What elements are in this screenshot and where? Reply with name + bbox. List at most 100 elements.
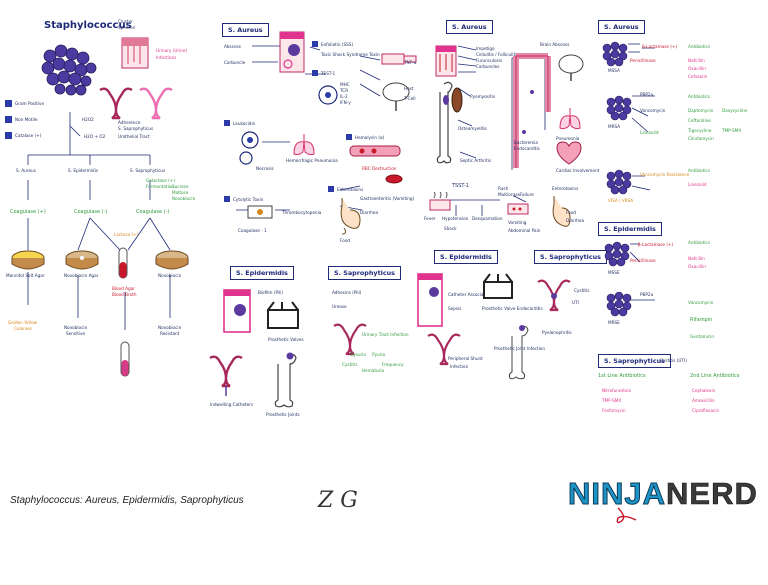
enterotoxin-diarrhea: Diarrhea: [360, 210, 379, 215]
tsst-multiorgan: Multiorgan: [498, 192, 521, 197]
immune-mhc: MHC: [340, 82, 350, 87]
uterus-shunt-icon: [427, 333, 461, 366]
mrsa-cluster-icon: [606, 95, 632, 121]
clotted-tube-icon: [120, 341, 130, 377]
uterus-catheter-icon: [209, 355, 243, 396]
vascular-tree-icon: [513, 53, 551, 168]
sapro3-second-0: Cephalexin: [692, 388, 716, 393]
mrse-vanco: Vancomycin: [688, 300, 714, 305]
skin-layer-icon: [121, 37, 149, 69]
bladder-2-icon: [537, 279, 571, 312]
anatomy-label-1: Infections: [156, 55, 177, 60]
mrsa-linezolid: Linezolid: [640, 130, 659, 135]
mssa-oxacillin: Oxacillin: [688, 66, 706, 71]
aureus2-carbuncles: Carbuncles: [476, 64, 500, 69]
mrse-pbp: PBP2a: [640, 292, 654, 297]
lungs-icon: [293, 134, 315, 156]
mrse-label: MRSE: [608, 320, 620, 325]
catheter-skin-icon: [223, 289, 251, 333]
lungs-2-icon: [559, 108, 581, 130]
immune-il2: IL-2: [340, 94, 348, 99]
catheter-2-icon: [417, 273, 443, 327]
enterotoxin2-diarrhea: Diarrhea: [566, 218, 585, 223]
agar-plate-novobiocin-icon: [65, 250, 99, 270]
sapro3-second-line: 2nd Line Antibiotics: [690, 373, 740, 379]
header-aureus-3: S. Aureus: [598, 20, 645, 34]
coagulase-epidermidis: Coagulase (-): [74, 209, 108, 215]
sapro3-second-2: Ciprofloxacin: [692, 408, 720, 413]
tsst-hypotension: Hypotension: [442, 216, 469, 221]
mrse-gentamicin: Gentamicin: [690, 334, 715, 339]
cytolytic-label: Cytolytic Toxin: [233, 197, 264, 202]
enterotoxin-label: Enterotoxins: [337, 187, 364, 192]
epid2-joint: Prosthetic Joint Infection: [494, 346, 545, 351]
coagulase-aureus: Coagulase (+): [10, 209, 46, 215]
header-epidermidis-2: S. Epidermidis: [434, 250, 498, 264]
msse-oxacillin: Oxacillin: [688, 264, 706, 269]
sapro1-frequency: Frequency: [382, 362, 404, 367]
sapro3-first-2: Fosfomycin: [602, 408, 626, 413]
msse-penicillinase: Penicillinase: [630, 258, 656, 263]
mrse-rifampin: Rifampin: [690, 317, 713, 323]
tsst-failure: Failure: [520, 192, 534, 197]
agar-plate-mannitol-icon: [11, 250, 45, 270]
epid2-sepsis: Sepsis: [448, 306, 462, 311]
skin-abscess-icon: [279, 31, 305, 73]
gram-positive-icon: [5, 100, 12, 107]
mssa-penicillinase: Penicillinase: [630, 58, 656, 63]
enterotoxin2-food: Food: [566, 210, 577, 215]
brain-2-icon: [558, 54, 584, 81]
ninja-nerd-logo: NINJANERD: [567, 476, 758, 512]
leukocidin-bullet: [224, 120, 230, 126]
immune-tcell: T-Cell: [404, 96, 416, 101]
platelet-icon: [247, 205, 273, 219]
visa-resist: Vancomycin Resistance: [640, 172, 690, 177]
leukocidin-necrosis: Necrosis: [256, 166, 274, 171]
mssa-beta: β-Lactamase (+): [642, 44, 678, 49]
muscle-icon: [451, 87, 463, 113]
immune-tnf: TNF-α: [404, 60, 417, 65]
mssa-nafcillin: Nafcillin: [688, 58, 705, 63]
epid1-biofilm: Biofilm (Pili): [258, 290, 284, 295]
stomach-2-icon: [552, 196, 571, 227]
sapro-note-3: Maltose: [172, 190, 189, 195]
test-novobiocin: Novobiocin Agar: [64, 273, 99, 278]
skin-rash-icon: [507, 203, 529, 215]
prosthetic-valve-icon: [267, 301, 299, 329]
hemolysin-label: Hemolysin (α): [355, 135, 385, 140]
epid1-valves: Prosthetic Valves: [268, 337, 304, 342]
coagulase-saprophyticus: Coagulase (-): [136, 209, 170, 215]
aureus2-furunculosis: Furunculosis: [476, 58, 503, 63]
legend-gram-positive: Gram Positive: [15, 101, 45, 106]
mrsa-doxy: Doxycycline: [722, 108, 748, 113]
tsst-header: TSST-1: [452, 183, 469, 189]
t-cell-icon: [318, 85, 338, 105]
valve-2-icon: [483, 273, 513, 299]
test-mannitol: Mannitol Salt Agar: [6, 273, 45, 278]
msse-nafcillin: Nafcillin: [688, 256, 705, 261]
logo-swirl-icon: [616, 507, 637, 524]
sapro1-pyuria: Pyuria: [372, 352, 386, 357]
aureus1-label-1: Carbuncle: [224, 60, 246, 65]
toxin-bullet-1: [312, 41, 318, 47]
mrse-cluster-icon: [606, 291, 632, 317]
toxin-tsst-full: Toxic Shock Syndrome Toxin: [321, 52, 380, 57]
aureus2-septic-arthritis: Septic Arthritis: [460, 158, 492, 163]
agar-plate-novobiocin-2-icon: [155, 250, 189, 270]
immune-host: Host: [404, 86, 414, 91]
cytolytic-coag: Coagulase - 1: [238, 228, 267, 233]
sapro2-cystitis: Cystitis: [574, 288, 590, 293]
tsst-rash: Rash: [498, 186, 509, 191]
test-blood-broth: Blood Broth: [112, 292, 137, 297]
bladder-icon: [333, 323, 367, 356]
sapro3-first-line: 1st Line Antibiotics: [598, 373, 646, 379]
title-note-2: Spheres: [118, 25, 135, 30]
mrsa-label: MRSA: [608, 124, 621, 129]
tsst-fever: Fever: [424, 216, 436, 221]
enterotoxin-food: Food: [340, 238, 351, 243]
epid2-catheter: Catheter Associated Infection: [448, 292, 510, 297]
epid1-joints: Prosthetic Joints: [266, 412, 300, 417]
msse-label: MSSE: [608, 270, 620, 275]
sapro2-pyelo: Pyelonephritis: [542, 330, 572, 335]
result-colonies: Colonies: [14, 326, 32, 331]
